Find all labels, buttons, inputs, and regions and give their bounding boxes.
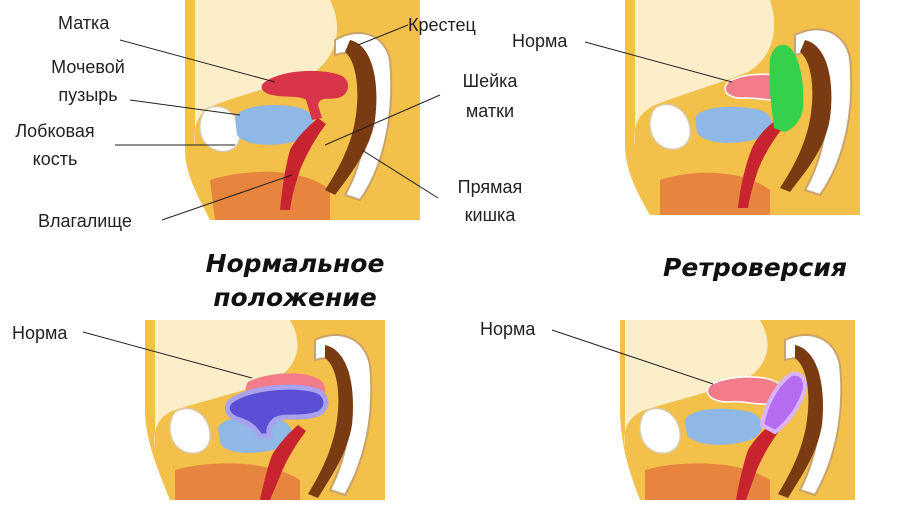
abdominal-cavity (194, 0, 338, 145)
pubic-bone (199, 105, 241, 153)
bladder (235, 105, 314, 145)
uterus-retroverted (769, 44, 804, 132)
vagina (280, 118, 326, 210)
label-cervix-line2: матки (465, 101, 515, 121)
uterus-variant-left (224, 384, 329, 439)
label-sacrum: Крестец (408, 15, 476, 35)
pelvis-retroversion-figure (625, 0, 860, 215)
leader-lines (82, 24, 733, 385)
label-norm-top-right: Норма (512, 31, 568, 51)
label-rectum-line2: кишка (464, 205, 516, 225)
rectum (325, 40, 377, 195)
buttock-region (210, 171, 330, 220)
label-norm-bottom-right: Норма (480, 319, 536, 339)
label-norm-bottom-left: Норма (12, 323, 68, 343)
label-bladder-line2: пузырь (58, 85, 118, 105)
caption-normal-line2: положение (213, 283, 377, 312)
label-pubic-line1: Лобковая (15, 121, 95, 141)
pelvis-variant-right-figure (620, 320, 855, 500)
caption-normal-line1: Нормальное (205, 249, 385, 278)
pelvis-normal-figure (185, 0, 420, 220)
label-rectum-line1: Прямая (457, 177, 523, 197)
uterus-variant-right (759, 371, 807, 435)
label-pubic-line2: кость (32, 149, 78, 169)
label-cervix-line1: Шейка (462, 71, 518, 91)
uterus (261, 70, 349, 120)
label-vagina: Влагалище (38, 211, 132, 231)
caption-retroversion: Ретроверсия (663, 253, 847, 282)
pelvis-variant-left-figure (145, 320, 385, 500)
label-bladder-line1: Мочевой (51, 57, 125, 77)
label-uterus: Матка (58, 13, 110, 33)
